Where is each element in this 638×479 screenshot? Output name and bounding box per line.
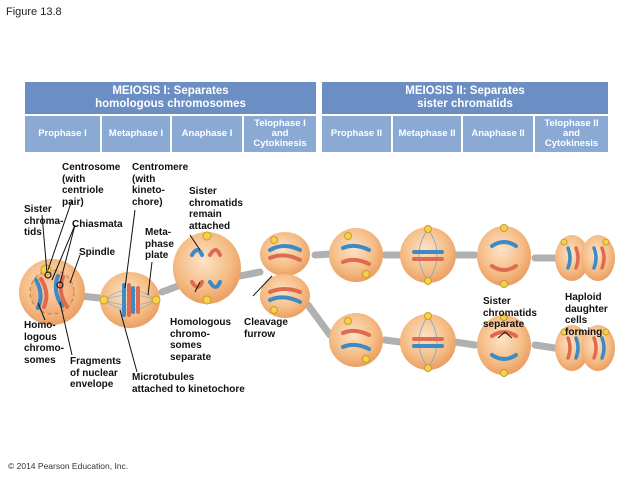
- label-metaphase-plate: Meta- phase plate: [145, 227, 174, 261]
- label-chiasmata: Chiasmata: [72, 219, 123, 230]
- meiosis-1-header: MEIOSIS I: Separates homologous chromoso…: [25, 82, 316, 114]
- cell-telophase-2-top: [555, 235, 615, 281]
- stage-metaphase-2: Metaphase II: [393, 116, 461, 152]
- arrow-5: [304, 301, 334, 339]
- cell-anaphase-2-top: [477, 224, 531, 288]
- arrow-3: [236, 268, 264, 280]
- copyright: © 2014 Pearson Education, Inc.: [8, 461, 129, 471]
- label-sister-chromatids: Sister chroma- tids: [24, 204, 64, 238]
- leader-lines: [37, 199, 513, 373]
- label-homologous-separate: Homologous chromo- somes separate: [170, 317, 232, 363]
- label-cleavage-furrow: Cleavage furrow: [244, 317, 288, 340]
- cell-telophase-2-bottom: [555, 325, 615, 371]
- arrow-2: [158, 282, 182, 296]
- label-centromere: Centromere (with kineto- chore): [132, 162, 189, 208]
- progression-arrows: [76, 250, 559, 352]
- cell-metaphase-2-top: [400, 225, 456, 285]
- cell-telophase-1: [260, 232, 310, 318]
- label-haploid-daughter-cells: Haploid daughter cells forming: [565, 292, 608, 338]
- meiosis-2-subtitle: sister chromatids: [417, 98, 513, 110]
- arrow-9: [451, 338, 479, 349]
- figure-title: Figure 13.8: [6, 6, 62, 18]
- arrow-11: [531, 341, 559, 352]
- stage-prophase-2: Prophase II: [322, 116, 391, 152]
- cell-metaphase-1: [99, 272, 161, 328]
- meiosis-1-title: MEIOSIS I: Separates: [112, 85, 229, 97]
- cell-anaphase-2-bottom: [477, 313, 531, 377]
- cell-anaphase-1: [173, 231, 241, 305]
- meiosis-1-subtitle: homologous chromosomes: [95, 98, 246, 110]
- cell-prophase-1: [19, 259, 85, 325]
- stage-metaphase-1: Metaphase I: [102, 116, 170, 152]
- stage-anaphase-1: Anaphase I: [172, 116, 242, 152]
- cell-metaphase-2-bottom: [400, 312, 456, 372]
- meiosis-2-title: MEIOSIS II: Separates: [405, 85, 525, 97]
- label-sister-chromatids-remain: Sister chromatids remain attached: [189, 186, 243, 232]
- label-homologous-chromosomes: Homo- logous chromo- somes: [24, 320, 64, 366]
- label-microtubules: Microtubules attached to kinetochore: [132, 372, 245, 395]
- label-centrosome: Centrosome (with centriole pair): [62, 162, 121, 208]
- label-sister-chromatids-separate: Sister chromatids separate: [483, 296, 537, 330]
- stage-prophase-1: Prophase I: [25, 116, 100, 152]
- stage-telophase-2: Telophase II and Cytokinesis: [535, 116, 608, 152]
- label-spindle: Spindle: [79, 247, 116, 258]
- stage-anaphase-2: Anaphase II: [463, 116, 533, 152]
- arrow-7: [381, 336, 404, 346]
- cell-prophase-2-top: [329, 228, 383, 282]
- label-fragments-nuclear-envelope: Fragments of nuclear envelope: [70, 356, 122, 390]
- meiosis-2-header: MEIOSIS II: Separates sister chromatids: [322, 82, 608, 114]
- arrow-4: [311, 250, 334, 259]
- cell-prophase-2-bottom: [329, 313, 383, 367]
- stage-telophase-1: Telophase I and Cytokinesis: [244, 116, 316, 152]
